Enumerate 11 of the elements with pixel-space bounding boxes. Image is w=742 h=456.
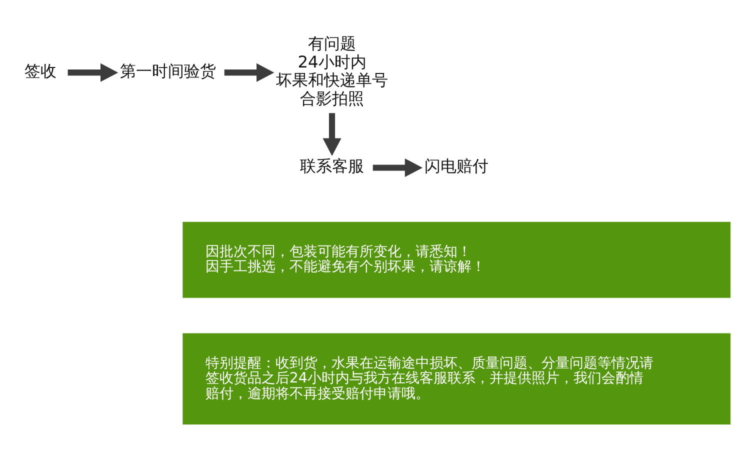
node-text: 有问题 24小时内 坏果和快递单号 合影拍照	[276, 34, 388, 108]
arrow	[322, 113, 341, 156]
arrow	[224, 63, 274, 82]
node-box: 因批次不同，包装可能有所变化，请悉知！ 因手工挑选，不能避免有个别坏果，请谅解！	[182, 222, 730, 298]
node-text: 第一时间验货	[119, 61, 216, 80]
arrow	[67, 63, 118, 82]
node-text: 联系客服	[300, 156, 364, 176]
arrow	[372, 158, 422, 178]
node-text: 签收	[24, 61, 56, 80]
node-text: 闪电赔付	[424, 156, 488, 176]
node-box: 特别提醒：收到货，水果在运输途中损坏、质量问题、分量问题等情况请签收货品之后24小时内与我方在线客服联系，并提供照片，我们会酌情赔付，逾期将不再接受赔付申请哦。	[182, 333, 730, 424]
